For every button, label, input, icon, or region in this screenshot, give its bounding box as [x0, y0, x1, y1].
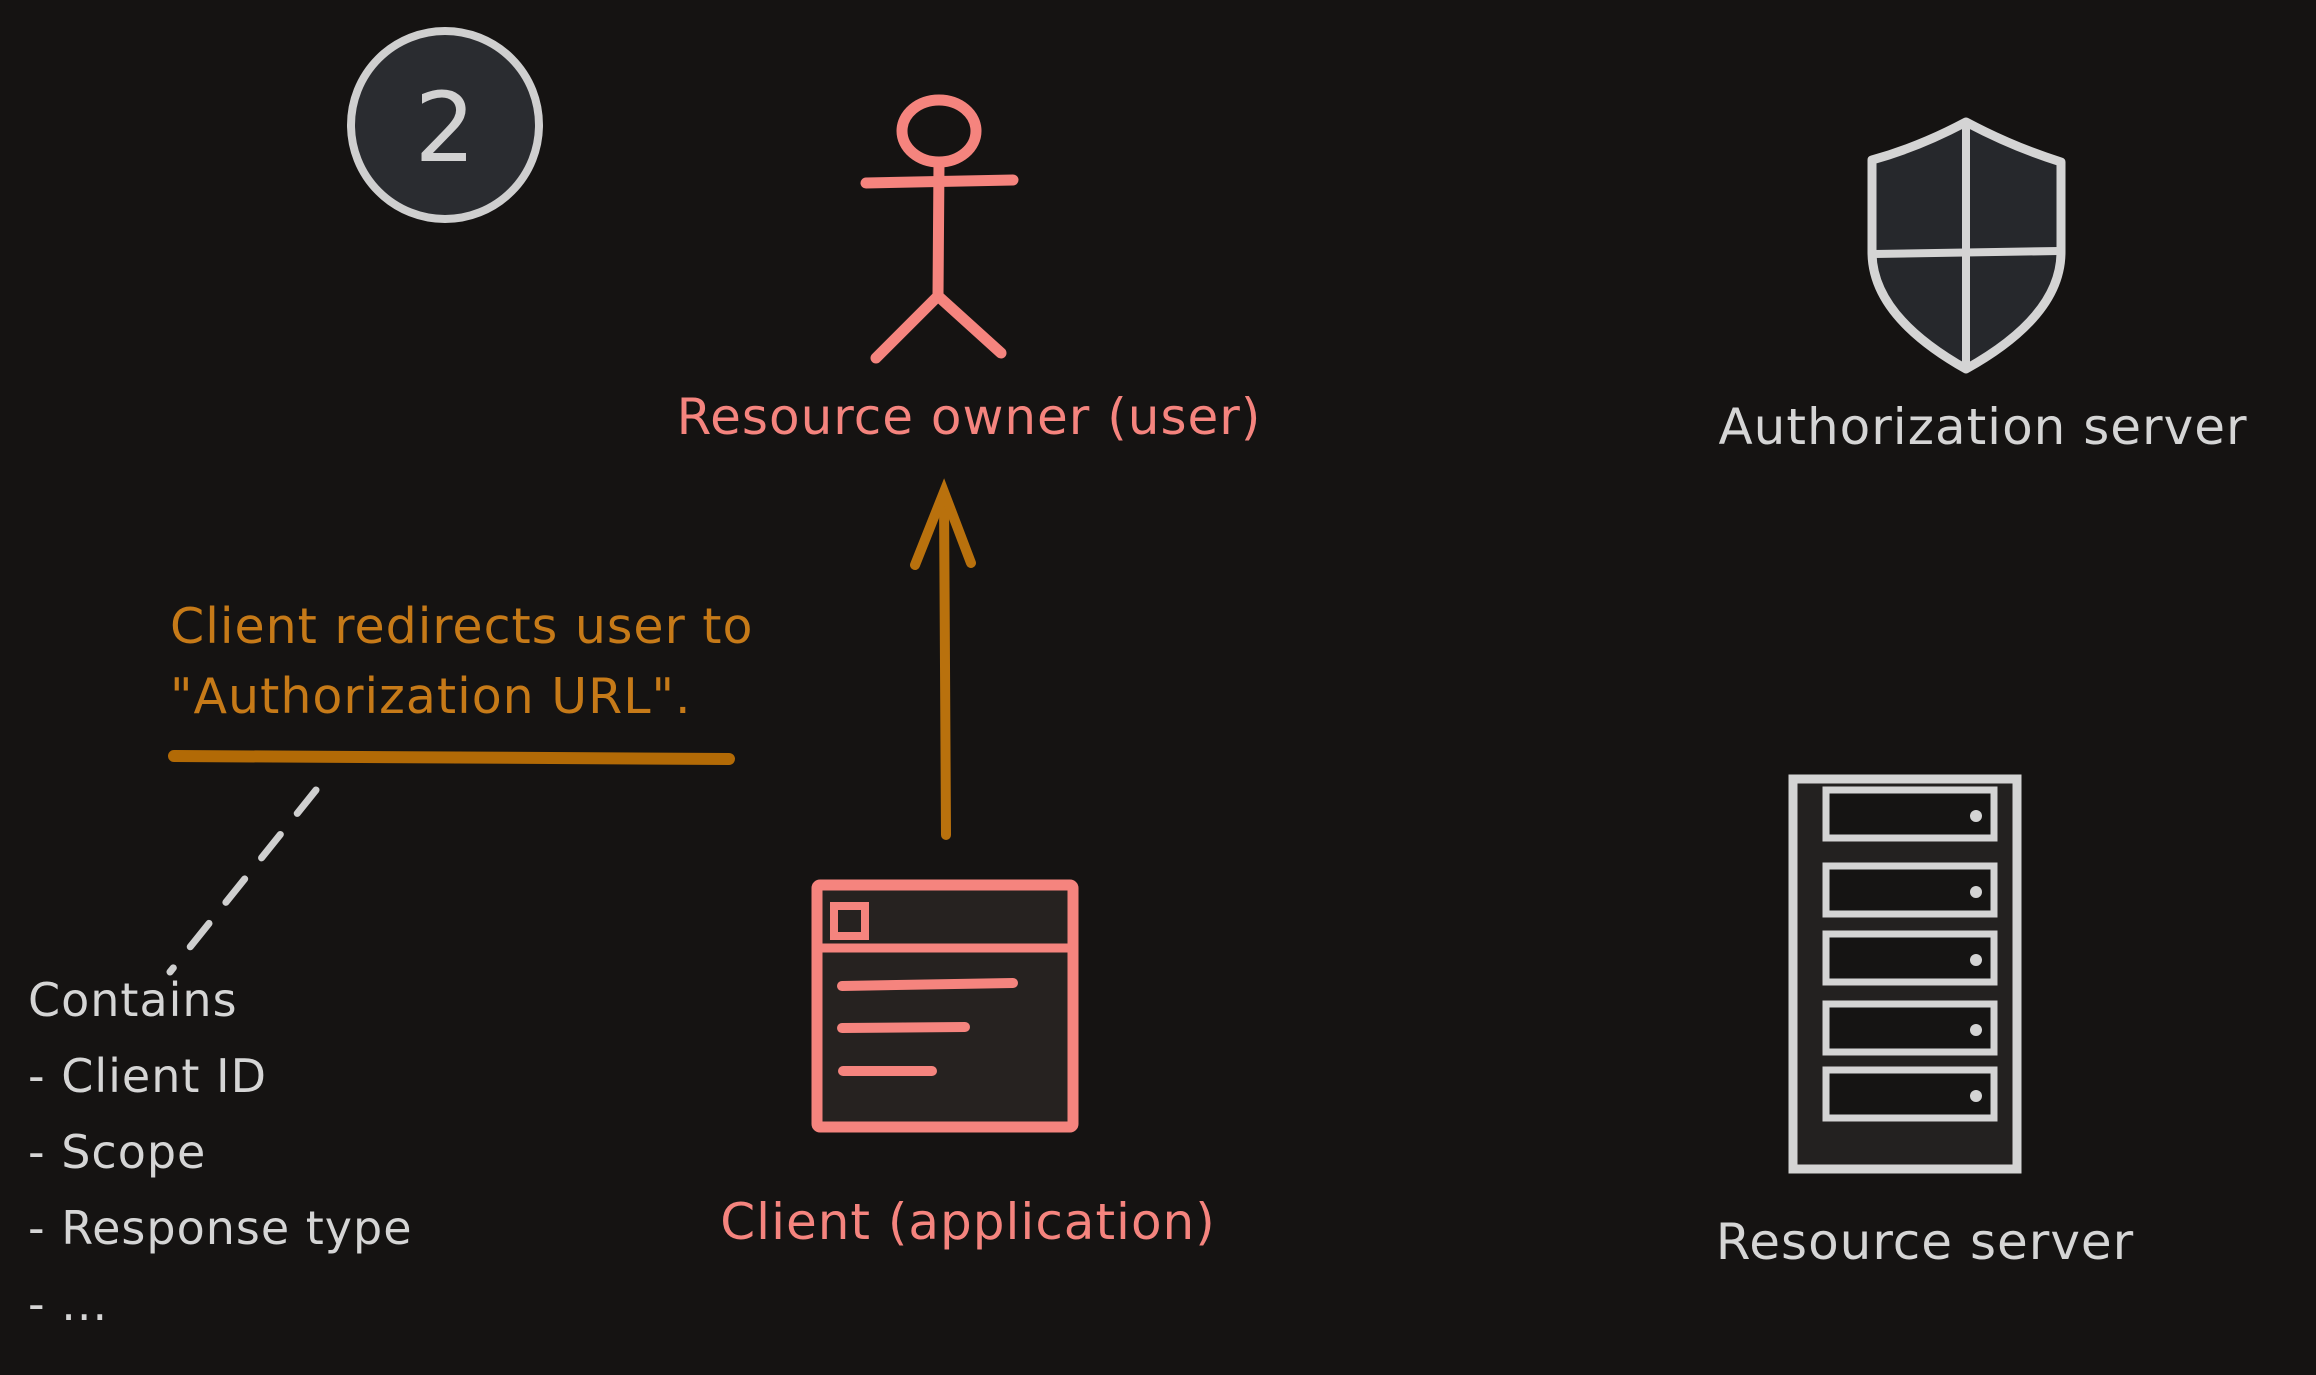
contains-item: - Client ID: [28, 1049, 268, 1103]
authorization-server-label: Authorization server: [1718, 398, 2248, 456]
contains-item: - Scope: [28, 1125, 207, 1179]
annotation-line-1: Client redirects user to: [170, 598, 754, 655]
resource-server-label: Resource server: [1715, 1213, 2135, 1271]
client-label: Client (application): [720, 1193, 1216, 1251]
shield-icon: [1867, 117, 2066, 374]
contains-title: Contains: [28, 973, 238, 1027]
annotation-text: Client redirects user to "Authorization …: [170, 592, 753, 732]
stick-figure-icon: [860, 94, 1019, 364]
contains-item: - Response type: [28, 1201, 413, 1255]
browser-window-icon: [811, 879, 1079, 1133]
contains-note: Contains - Client ID - Scope - Response …: [28, 962, 413, 1342]
server-rack-icon: [1788, 774, 2022, 1174]
resource-owner-label: Resource owner (user): [676, 388, 1262, 446]
contains-item: - ...: [28, 1277, 109, 1331]
arrow-up-icon: [910, 478, 976, 840]
step-badge: [347, 27, 543, 223]
dashed-connector: [166, 786, 320, 976]
annotation-line-2: "Authorization URL".: [170, 668, 692, 725]
step-badge-number: 2: [414, 72, 476, 184]
annotation-underline: [168, 750, 735, 765]
